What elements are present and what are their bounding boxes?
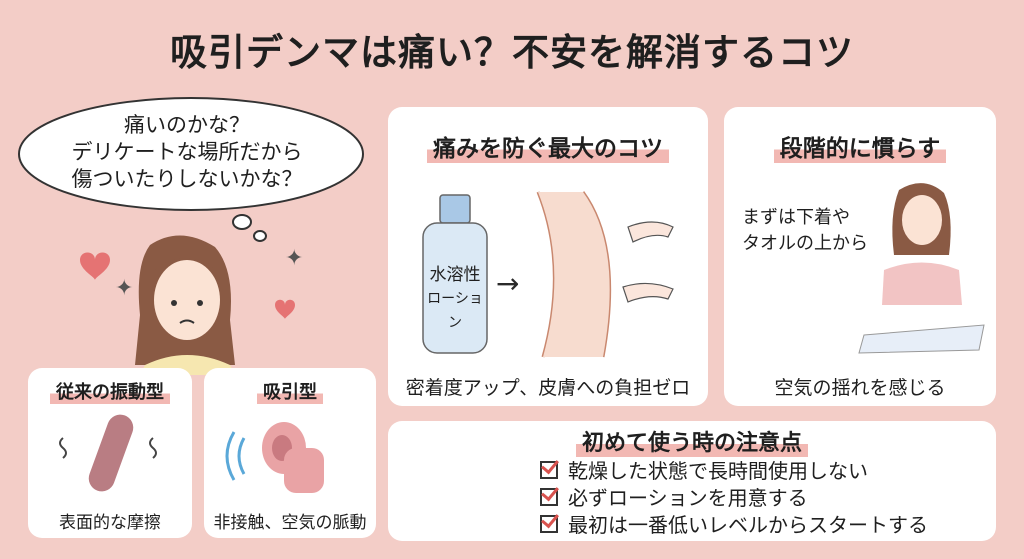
notes-title: 初めて使う時の注意点 xyxy=(575,425,808,457)
notes-card: 初めて使う時の注意点 xyxy=(388,421,996,541)
bubble-shape xyxy=(18,97,364,211)
woman-with-towel-illustration xyxy=(858,183,985,354)
sparkle-icon: ✦ xyxy=(115,276,133,301)
notes-list: 乾燥した状態で長時間使用しない 必ずローションを用意する 最初は一番低いレベルか… xyxy=(540,456,928,537)
step-side-text: まずは下着や タオルの上から xyxy=(742,205,868,257)
pain-tip-title: 痛みを防ぐ最大のコツ xyxy=(427,129,669,163)
pain-tip-card: 痛みを防ぐ最大のコツ 水溶性 ローション → 密着度アップ、皮膚への負担ゼロ xyxy=(388,107,708,406)
heart-icon xyxy=(275,299,295,319)
list-item: 必ずローションを用意する xyxy=(540,483,928,510)
list-item: 乾燥した状態で長時間使用しない xyxy=(540,456,928,483)
thought-bubble: 痛いのかな？ デリケートな場所だから 傷ついたりしないかな？ xyxy=(16,95,366,213)
bubble-tail xyxy=(232,214,267,242)
step-card: 段階的に慣らす まずは下着や タオルの上から 空気の揺れを感じる xyxy=(724,107,996,406)
note-text: 最初は一番低いレベルからスタートする xyxy=(568,513,928,537)
sparkle-icon: ✦ xyxy=(285,246,303,271)
bubble-line-2: デリケートな場所だから xyxy=(71,140,303,164)
vibration-card: 従来の振動型 表面的な摩擦 xyxy=(28,368,192,538)
vibration-title: 従来の振動型 xyxy=(50,378,170,404)
checkbox-icon xyxy=(540,514,558,533)
suction-title: 吸引型 xyxy=(257,378,323,404)
heart-icon xyxy=(80,252,110,280)
note-text: 乾燥した状態で長時間使用しない xyxy=(568,459,868,483)
bubble-line-3: 傷ついたりしないかな？ xyxy=(71,167,303,191)
step-title: 段階的に慣らす xyxy=(773,129,947,163)
bubble-text: 痛いのかな？ デリケートな場所だから 傷ついたりしないかな？ xyxy=(16,112,358,193)
arrow-icon: → xyxy=(496,267,520,300)
lotion-illustration xyxy=(422,191,674,358)
bottle-label: 水溶性 ローション xyxy=(423,263,487,335)
suction-toy-icon xyxy=(225,422,324,493)
checkbox-icon xyxy=(540,460,558,479)
vibrator-icon xyxy=(59,414,157,492)
list-item: 最初は一番低いレベルからスタートする xyxy=(540,510,928,537)
step-caption: 空気の揺れを感じる xyxy=(774,377,946,399)
checkbox-icon xyxy=(540,487,558,506)
note-text: 必ずローションを用意する xyxy=(568,486,808,510)
bubble-line-1: 痛いのかな？ xyxy=(124,113,250,137)
suction-card: 吸引型 非接触、空気の脈動 xyxy=(204,368,376,538)
bottle-label-line-2: ローション xyxy=(427,291,483,331)
step-side-line-2: タオルの上から xyxy=(742,233,868,254)
page-title: 吸引デンマは痛い？不安を解消するコツ xyxy=(170,31,854,74)
worried-woman-illustration: ✦ ✦ xyxy=(80,235,303,375)
suction-caption: 非接触、空気の脈動 xyxy=(213,513,367,533)
bottle-label-line-1: 水溶性 xyxy=(429,265,481,285)
step-side-line-1: まずは下着や xyxy=(742,207,850,228)
pain-tip-caption: 密着度アップ、皮膚への負担ゼロ xyxy=(405,377,691,399)
vibration-caption: 表面的な摩擦 xyxy=(59,513,161,533)
